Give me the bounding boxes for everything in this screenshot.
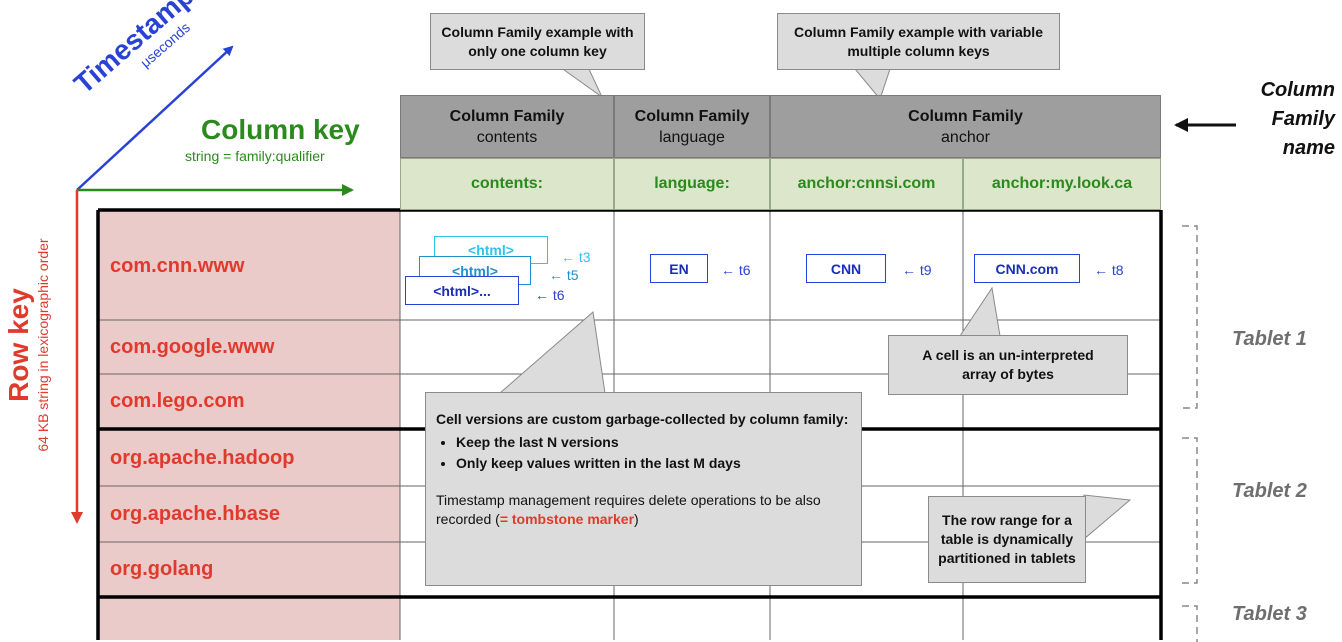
row-key-cell: org.apache.hadoop xyxy=(110,447,295,469)
tablet-label: Tablet 2 xyxy=(1232,480,1307,502)
callout-cell-bytes: A cell is an un-interpreted array of byt… xyxy=(888,335,1128,395)
timestamp-label: ← t6 xyxy=(535,287,565,303)
qualifier-language: language: xyxy=(614,158,770,210)
timestamp-axis-arrow xyxy=(76,45,234,191)
family-header-language: Column Family language xyxy=(614,95,770,158)
row-key-cell: com.google.www xyxy=(110,335,275,358)
cell-version-value: <html> xyxy=(452,262,498,279)
tablet-label: Tablet 3 xyxy=(1232,603,1307,625)
timestamp-label: ← t3 xyxy=(561,249,591,265)
callout-tablet-partitioning: The row range for a table is dynamically… xyxy=(928,496,1086,583)
cell-version-t6: <html>... xyxy=(405,276,519,305)
gc-note-suffix: ) xyxy=(634,511,639,527)
row-key-axis-label: Row key 64 KB string in lexicographic or… xyxy=(0,175,57,515)
gc-intro: Cell versions are custom garbage-collect… xyxy=(436,411,849,427)
family-header-anchor: Column Family anchor xyxy=(770,95,1161,158)
qualifier-anchor-cnnsi: anchor:cnnsi.com xyxy=(770,158,963,210)
qualifier-contents: contents: xyxy=(400,158,614,210)
callout-pointers xyxy=(498,66,1132,541)
family-name-label: Column Family name xyxy=(1260,79,1335,159)
row-key-cell: org.apache.hbase xyxy=(110,502,281,525)
row-key-cell: com.lego.com xyxy=(110,390,245,412)
timestamp-label: ← t6 xyxy=(721,262,751,278)
cell-value: CNN xyxy=(830,260,862,277)
family-header-name: contents xyxy=(476,128,538,146)
family-header-title: Column Family xyxy=(908,107,1023,125)
family-header-title: Column Family xyxy=(634,107,750,125)
row-key-title: Row key xyxy=(3,288,34,402)
gc-bullet: Only keep values written in the last M d… xyxy=(456,454,851,473)
callout-multiple-column-keys: Column Family example with variable mult… xyxy=(777,13,1060,70)
column-key-title: Column key xyxy=(201,114,360,145)
cell-anchor-mylook-value: CNN.com xyxy=(974,254,1080,283)
column-key-subtitle: string = family:qualifier xyxy=(185,148,325,164)
callout-cell-bytes-text: A cell is an un-interpreted array of byt… xyxy=(922,347,1094,382)
gc-note-prefix: Timestamp management requires delete ope… xyxy=(436,492,821,527)
timestamp-label: ← t8 xyxy=(1094,262,1124,278)
timestamp-label: ← t9 xyxy=(902,262,932,278)
row-key-cell: com.cnn.www xyxy=(110,254,245,277)
row-key-column-bg xyxy=(98,210,400,640)
cell-language-value: EN xyxy=(650,254,708,283)
callout-multiple-column-keys-text: Column Family example with variable mult… xyxy=(794,23,1043,59)
cell-version-value: <html> xyxy=(468,242,514,258)
callout-one-column-key-text: Column Family example with only one colu… xyxy=(441,23,634,59)
cell-value: EN xyxy=(669,260,689,277)
family-header-contents: Column Family contents xyxy=(400,95,614,158)
cell-version-value: <html>... xyxy=(433,282,491,299)
gc-bullet: Keep the last N versions xyxy=(456,433,851,452)
row-key-cell xyxy=(100,599,400,640)
tablet-brackets xyxy=(1182,225,1198,642)
callout-garbage-collection: Cell versions are custom garbage-collect… xyxy=(425,392,862,586)
cell-value: CNN.com xyxy=(995,260,1059,277)
tablet-label: Tablet 1 xyxy=(1232,328,1307,350)
cell-anchor-cnnsi-value: CNN xyxy=(806,254,886,283)
column-key-axis-label: Column key string = family:qualifier xyxy=(175,114,395,164)
row-key-cell: org.golang xyxy=(110,558,214,580)
gc-note-highlight: = tombstone marker xyxy=(499,511,635,527)
row-key-subtitle: 64 KB string in lexicographic order xyxy=(35,238,51,452)
family-header-name: anchor xyxy=(941,128,990,146)
qualifier-anchor-mylook: anchor:my.look.ca xyxy=(963,158,1161,210)
gc-bullet-list: Keep the last N versions Only keep value… xyxy=(436,433,851,473)
family-header-title: Column Family xyxy=(449,107,565,125)
callout-tablet-partitioning-text: The row range for a table is dynamically… xyxy=(938,512,1076,566)
timestamp-label: ← t5 xyxy=(549,267,579,283)
family-header-name: language xyxy=(659,128,725,146)
gc-note: Timestamp management requires delete ope… xyxy=(436,491,851,529)
callout-one-column-key: Column Family example with only one colu… xyxy=(430,13,645,70)
